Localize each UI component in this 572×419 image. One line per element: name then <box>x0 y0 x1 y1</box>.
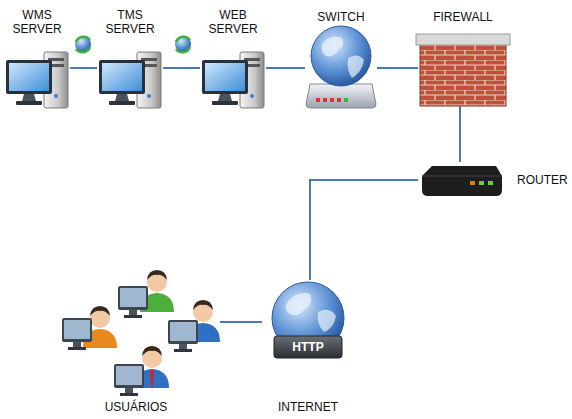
network-link <box>220 321 262 323</box>
firewall-wall <box>416 34 510 106</box>
router-node: ROUTER <box>418 162 570 198</box>
internet-globe <box>272 282 344 358</box>
node-label: ROUTER <box>517 173 570 187</box>
server-computer <box>202 52 264 108</box>
users-group <box>62 270 220 396</box>
server-node: WEB SERVER <box>200 8 266 116</box>
router-icon <box>422 166 502 196</box>
node-label: WMS SERVER <box>9 8 65 36</box>
internet-node: HTTP INTERNET <box>262 280 354 415</box>
switch-node: SWITCH <box>305 8 377 110</box>
node-label: INTERNET <box>262 400 354 414</box>
link-globe <box>175 36 191 52</box>
firewall-node: FIREWALL <box>418 8 508 106</box>
network-link <box>266 67 305 69</box>
switch-icon <box>306 26 376 108</box>
node-label: TMS SERVER <box>102 8 158 36</box>
server-computer <box>6 52 68 108</box>
network-link <box>70 67 97 69</box>
network-link <box>310 180 418 280</box>
node-label: SWITCH <box>305 10 377 24</box>
server-computer <box>99 52 161 108</box>
server-node: TMS SERVER <box>97 8 163 116</box>
node-label: WEB SERVER <box>205 8 261 36</box>
users-node: USUÁRIOS <box>52 265 220 415</box>
network-link <box>163 67 200 69</box>
network-link <box>459 106 461 162</box>
link-globe <box>75 36 91 52</box>
node-label: HTTP <box>274 340 342 354</box>
network-link <box>377 67 418 69</box>
server-node: WMS SERVER <box>4 8 70 116</box>
node-label: USUÁRIOS <box>52 400 220 414</box>
node-label: FIREWALL <box>418 10 508 24</box>
